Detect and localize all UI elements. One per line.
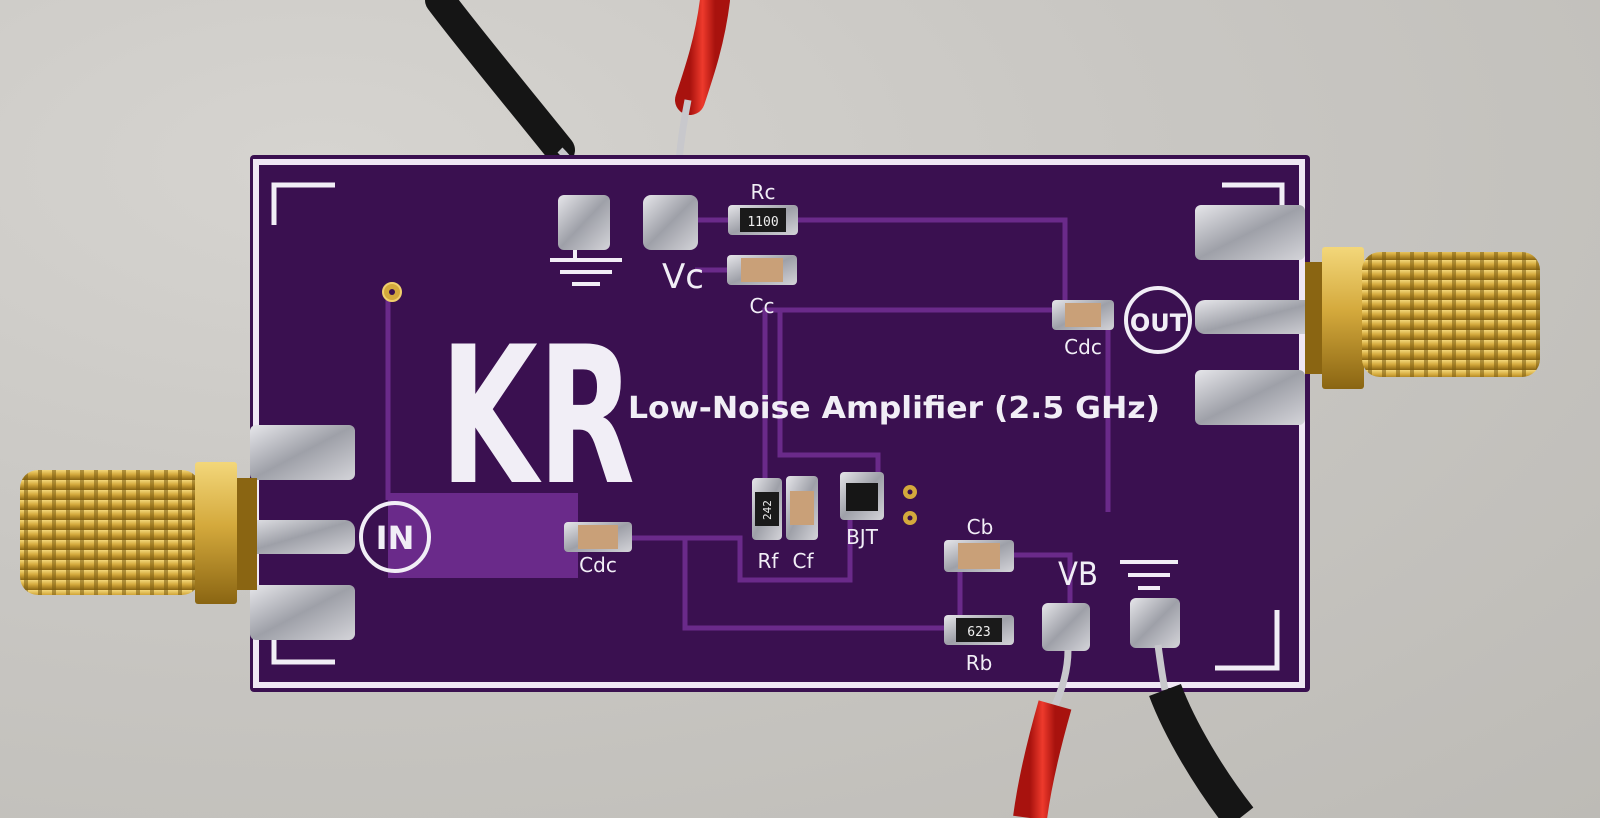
rf-ref: Rf xyxy=(758,549,780,573)
out-label-ring xyxy=(1124,286,1192,354)
rc-marking: 1100 xyxy=(747,215,778,230)
capacitor-cb xyxy=(944,540,1014,572)
resistor-rb: 623 xyxy=(944,615,1014,645)
vb-pad xyxy=(1042,603,1090,651)
rf-marking: 242 xyxy=(761,500,774,520)
ground-pad-bottom xyxy=(1130,598,1180,648)
capacitor-cf xyxy=(786,476,818,540)
in-label: IN xyxy=(376,519,415,557)
board-title: Low-Noise Amplifier (2.5 GHz) xyxy=(628,391,1160,426)
logo: KR xyxy=(440,306,635,527)
ground-wire-top xyxy=(425,0,575,165)
resistor-rc: 1100 xyxy=(728,205,798,235)
in-label-ring xyxy=(359,501,431,573)
vb-label: VB xyxy=(1058,555,1098,593)
cf-ref: Cf xyxy=(792,549,814,573)
capacitor-cc xyxy=(727,255,797,285)
rc-ref: Rc xyxy=(751,180,776,204)
vb-wire-lead xyxy=(1051,649,1072,707)
capacitor-cdc-out xyxy=(1052,300,1114,330)
vc-wire xyxy=(675,0,730,115)
input-trace-pad xyxy=(388,493,578,578)
ground-pad-top xyxy=(558,195,610,250)
out-label: OUT xyxy=(1130,309,1187,337)
cdc-in-ref: Cdc xyxy=(579,553,617,577)
cc-ref: Cc xyxy=(750,294,775,318)
cdc-out-ref: Cdc xyxy=(1064,335,1102,359)
vb-wire xyxy=(1013,700,1072,818)
sma-connector-out xyxy=(1195,205,1540,425)
vc-pad xyxy=(643,195,698,250)
resistor-rf: 242 xyxy=(752,478,782,540)
ground-wire-bottom xyxy=(1149,683,1254,818)
transistor-bjt xyxy=(840,472,884,520)
capacitor-cdc-in xyxy=(564,522,632,552)
bjt-label: BJT xyxy=(846,525,879,549)
vc-label: Vc xyxy=(662,257,704,297)
cb-ref: Cb xyxy=(967,515,994,539)
ground-symbol-bottom xyxy=(1120,560,1178,590)
ground-symbol-top xyxy=(550,248,622,286)
ground-wire-bottom-lead xyxy=(1154,644,1169,691)
sma-connector-in xyxy=(20,425,355,640)
rb-marking: 623 xyxy=(967,625,990,640)
rb-ref: Rb xyxy=(966,651,993,675)
